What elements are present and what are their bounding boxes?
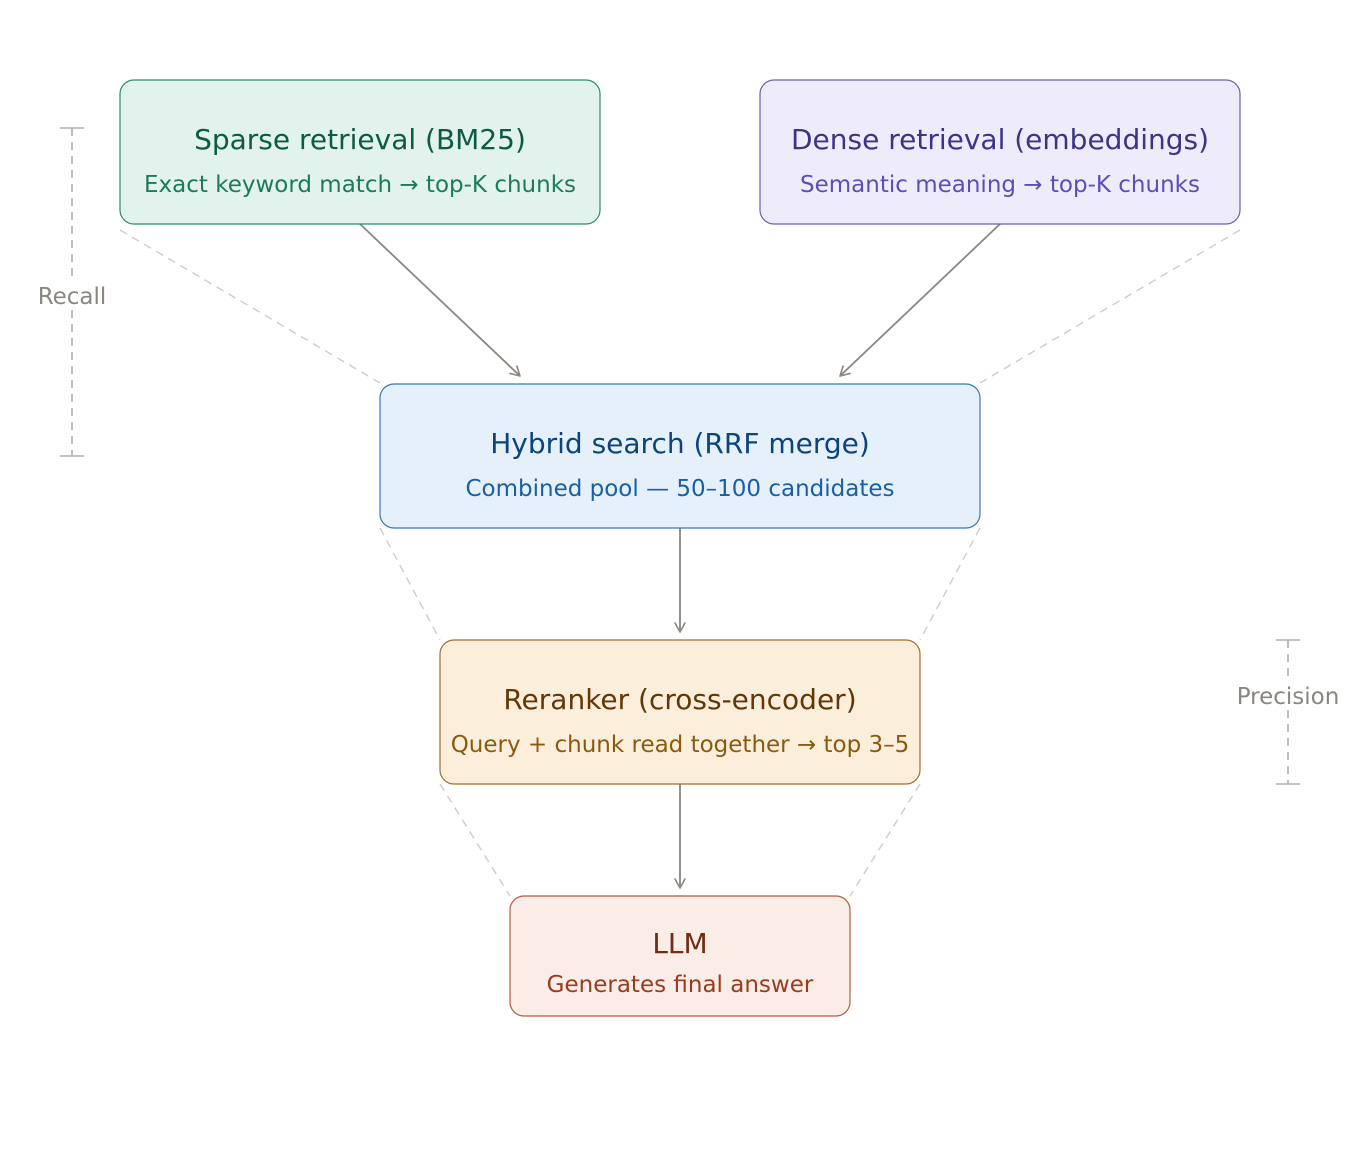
precision-label: Precision	[1237, 684, 1340, 710]
dense-retrieval-subtitle: Semantic meaning → top-K chunks	[800, 172, 1200, 198]
hybrid-search-box	[379, 383, 981, 529]
funnel-guide-right-3	[849, 783, 921, 897]
funnel-guide-left-3	[439, 783, 511, 897]
hybrid-search-node: Hybrid search (RRF merge) Combined pool …	[379, 383, 981, 529]
sparse-retrieval-subtitle: Exact keyword match → top-K chunks	[144, 172, 576, 198]
funnel-guides	[119, 229, 1241, 897]
llm-box	[509, 895, 851, 1017]
recall-label: Recall	[38, 284, 107, 310]
arrows	[359, 223, 1001, 889]
funnel-guide-left-1	[119, 229, 381, 384]
reranker-subtitle: Query + chunk read together → top 3–5	[451, 732, 910, 758]
recall-label-backdrop	[34, 280, 110, 310]
precision-bracket	[1276, 639, 1300, 785]
sparse-retrieval-box	[119, 79, 601, 225]
llm-title: LLM	[652, 927, 707, 960]
dense-retrieval-node: Dense retrieval (embeddings) Semantic me…	[759, 79, 1241, 225]
llm-subtitle: Generates final answer	[547, 972, 814, 998]
reranker-node: Reranker (cross-encoder) Query + chunk r…	[439, 639, 921, 785]
dense-retrieval-title: Dense retrieval (embeddings)	[791, 123, 1209, 156]
sparse-retrieval-title: Sparse retrieval (BM25)	[194, 123, 526, 156]
precision-label-backdrop	[1232, 680, 1344, 710]
funnel-guide-left-2	[379, 527, 441, 641]
arrow-dense-to-hybrid	[839, 223, 1001, 377]
funnel-guide-right-2	[919, 527, 981, 641]
arrow-sparse-to-hybrid	[359, 223, 521, 377]
llm-node: LLM Generates final answer	[509, 895, 851, 1017]
sparse-retrieval-node: Sparse retrieval (BM25) Exact keyword ma…	[119, 79, 601, 225]
hybrid-search-subtitle: Combined pool — 50–100 candidates	[465, 476, 894, 502]
hybrid-search-title: Hybrid search (RRF merge)	[490, 427, 870, 460]
funnel-guide-right-1	[979, 229, 1241, 384]
reranker-title: Reranker (cross-encoder)	[503, 683, 856, 716]
reranker-box	[439, 639, 921, 785]
dense-retrieval-box	[759, 79, 1241, 225]
recall-bracket	[60, 127, 84, 457]
